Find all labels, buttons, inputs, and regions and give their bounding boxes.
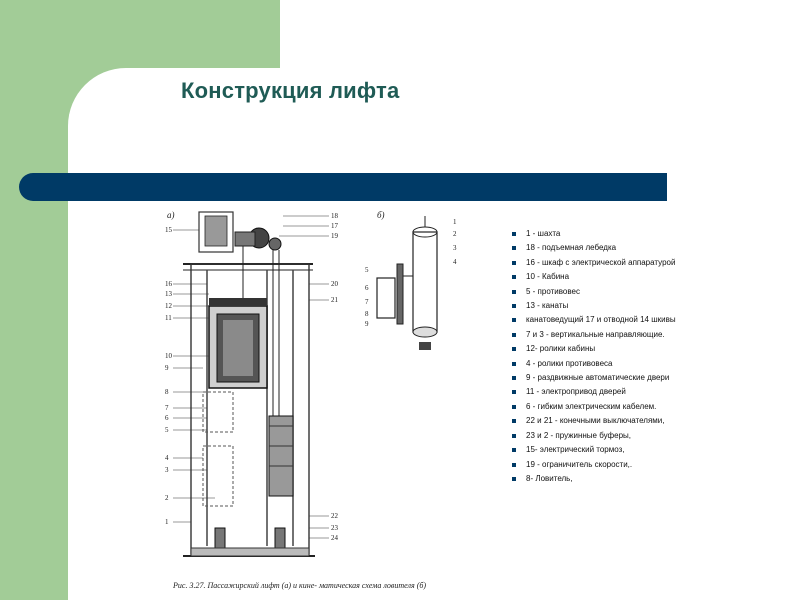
svg-text:21: 21 bbox=[331, 296, 339, 304]
legend-item: 12- ролики кабины bbox=[512, 342, 752, 356]
svg-text:4: 4 bbox=[453, 258, 457, 266]
svg-text:4: 4 bbox=[165, 454, 169, 462]
svg-text:15: 15 bbox=[165, 226, 173, 234]
svg-text:8: 8 bbox=[165, 388, 169, 396]
title-divider-band bbox=[19, 173, 667, 201]
svg-text:3: 3 bbox=[453, 244, 457, 252]
panel-a-label: а) bbox=[167, 210, 175, 220]
svg-text:7: 7 bbox=[365, 298, 369, 306]
legend-item: 15- электрический тормоз, bbox=[512, 443, 752, 457]
svg-text:8: 8 bbox=[365, 310, 369, 318]
legend-item: 18 - подъемная лебедка bbox=[512, 241, 752, 255]
panel-b-callouts: 5 6 7 8 9 1 2 3 4 bbox=[365, 218, 457, 328]
svg-text:5: 5 bbox=[365, 266, 369, 274]
legend-item: 11 - электропривод дверей bbox=[512, 385, 752, 399]
legend-item: 23 и 2 - пружинные буферы, bbox=[512, 429, 752, 443]
svg-text:1: 1 bbox=[165, 518, 169, 526]
legend-item: 22 и 21 - конечными выключателями, bbox=[512, 414, 752, 428]
svg-text:23: 23 bbox=[331, 524, 339, 532]
figure-caption: Рис. 3.27. Пассажирский лифт (а) и кине-… bbox=[172, 581, 426, 590]
panel-b-label: б) bbox=[377, 210, 385, 220]
svg-text:1: 1 bbox=[453, 218, 457, 226]
legend-item: 4 - ролики противовеса bbox=[512, 357, 752, 371]
component-legend: 1 - шахта 18 - подъемная лебедка 16 - шк… bbox=[512, 227, 752, 486]
svg-text:13: 13 bbox=[165, 290, 173, 298]
svg-text:11: 11 bbox=[165, 314, 172, 322]
legend-item: 10 - Кабина bbox=[512, 270, 752, 284]
legend-item: канатоведущий 17 и отводной 14 шкивы bbox=[512, 313, 752, 327]
legend-item: 5 - противовес bbox=[512, 285, 752, 299]
legend-item: 13 - канаты bbox=[512, 299, 752, 313]
svg-text:18: 18 bbox=[331, 212, 339, 220]
svg-text:22: 22 bbox=[331, 512, 339, 520]
legend-item: 16 - шкаф с электрической аппаратурой bbox=[512, 256, 752, 270]
svg-text:6: 6 bbox=[365, 284, 369, 292]
elevator-diagram: а) 1 bbox=[163, 206, 465, 598]
svg-text:2: 2 bbox=[165, 494, 169, 502]
svg-text:20: 20 bbox=[331, 280, 339, 288]
legend-item: 6 - гибким электрическим кабелем. bbox=[512, 400, 752, 414]
legend-item: 19 - ограничитель скорости,. bbox=[512, 458, 752, 472]
svg-text:17: 17 bbox=[331, 222, 339, 230]
svg-text:24: 24 bbox=[331, 534, 339, 542]
left-callout-labels: 15 16 13 12 11 10 9 8 7 6 5 4 3 2 1 bbox=[165, 226, 173, 526]
svg-text:9: 9 bbox=[165, 364, 169, 372]
svg-text:7: 7 bbox=[165, 404, 169, 412]
right-callout-labels: 18 17 19 20 21 22 23 24 bbox=[331, 212, 339, 542]
legend-item: 8- Ловитель, bbox=[512, 472, 752, 486]
legend-item: 1 - шахта bbox=[512, 227, 752, 241]
svg-text:12: 12 bbox=[165, 302, 173, 310]
svg-text:2: 2 bbox=[453, 230, 457, 238]
svg-text:16: 16 bbox=[165, 280, 173, 288]
svg-text:10: 10 bbox=[165, 352, 173, 360]
svg-text:9: 9 bbox=[365, 320, 369, 328]
svg-text:19: 19 bbox=[331, 232, 339, 240]
svg-text:5: 5 bbox=[165, 426, 169, 434]
svg-text:6: 6 bbox=[165, 414, 169, 422]
legend-item: 9 - раздвижные автоматические двери bbox=[512, 371, 752, 385]
legend-item: 7 и 3 - вертикальные направляющие. bbox=[512, 328, 752, 342]
svg-text:3: 3 bbox=[165, 466, 169, 474]
slide-title: Конструкция лифта bbox=[181, 78, 400, 103]
